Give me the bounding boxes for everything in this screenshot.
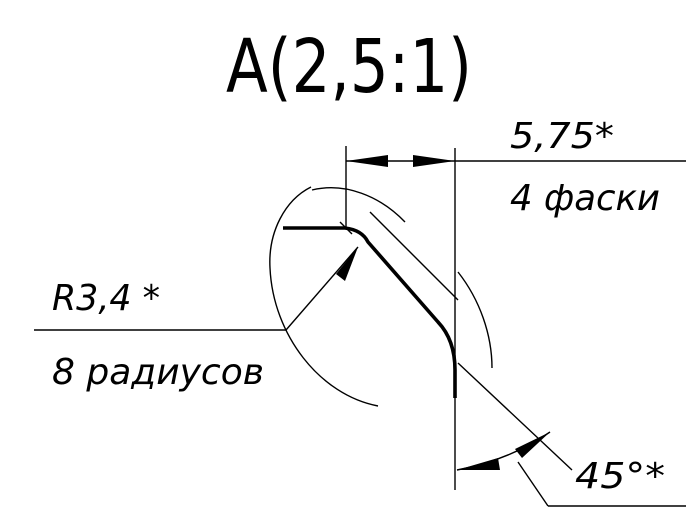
angle-arrow-left [457,458,500,470]
part-contour [283,226,457,398]
radius-dimension-note: 8 радиусов [52,352,264,393]
view-title: A(2,5:1) [226,24,472,110]
radius-dimension-line [285,246,359,331]
chamfer-tick [339,221,353,235]
detail-circle-left [269,186,379,407]
angle-leader [517,461,549,507]
chamfer-arrow-right [413,155,455,167]
angle-dimension-value: 45°* [575,456,665,497]
angle-dimension-arc [456,431,551,471]
angle-arrow-right [515,432,550,458]
chamfer-dimension-note: 4 фаски [510,178,660,219]
radius-arrow [336,247,358,281]
detail-circle-right [457,271,493,369]
detail-circle-top [311,187,406,223]
radius-dimension-value: R3,4 * [52,278,160,319]
chamfer-extension-upper [369,211,459,301]
chamfer-extension-lower [457,362,573,471]
chamfer-arrow-left [346,155,388,167]
chamfer-dimension-value: 5,75* [510,116,614,157]
